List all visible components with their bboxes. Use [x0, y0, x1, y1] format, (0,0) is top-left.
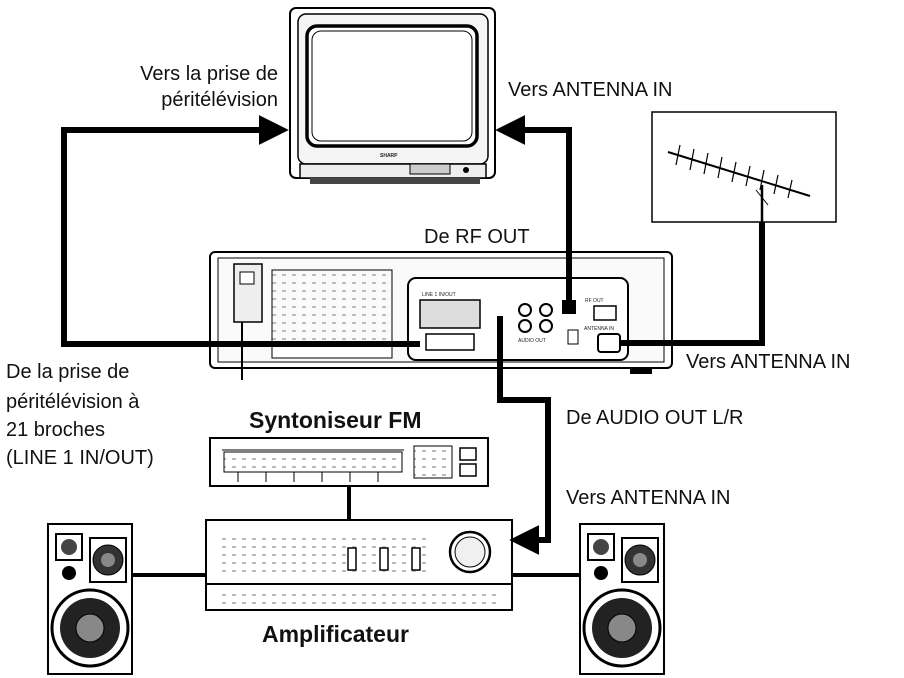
- vcr-rear-panel: LINE 1 IN/OUT AUDIO OUT RF OUT ANTENNA I…: [209, 251, 673, 380]
- line-panel-label: LINE 1 IN/OUT: [422, 292, 456, 298]
- tv-scart-label-line1: Vers la prise de: [140, 63, 278, 85]
- scart-source-label-line1: De la prise de: [6, 361, 129, 383]
- scart-source-label-line2: péritélévision à: [6, 391, 140, 413]
- audio-cable: [497, 316, 551, 555]
- tuner-label: Syntoniseur FM: [249, 407, 422, 433]
- antenna-cable: [620, 222, 765, 346]
- antenna-in-right-label: Vers ANTENNA IN: [686, 351, 851, 373]
- scart-source-label-line4: (LINE 1 IN/OUT): [6, 447, 154, 469]
- antenna-in-amp-label: Vers ANTENNA IN: [566, 487, 731, 509]
- tv-brand: SHARP: [380, 153, 398, 159]
- amplifier: [205, 519, 513, 611]
- audio-out-label: De AUDIO OUT L/R: [566, 407, 743, 429]
- rf-out-panel-label: RF OUT: [585, 298, 604, 304]
- antenna-in-panel-label: ANTENNA IN: [584, 326, 614, 332]
- speaker-left: [47, 523, 133, 675]
- fm-tuner: [209, 437, 489, 487]
- antenna-in-top-label: Vers ANTENNA IN: [508, 79, 673, 101]
- tv-scart-label-line2: péritélévision: [161, 89, 278, 111]
- amplifier-label: Amplificateur: [262, 621, 409, 647]
- scart-source-label-line3: 21 broches: [6, 419, 105, 441]
- rf-cable: [495, 115, 572, 300]
- audio-out-panel-label: AUDIO OUT: [518, 338, 546, 344]
- rf-out-label: De RF OUT: [424, 226, 530, 248]
- speaker-right: [579, 523, 665, 675]
- tv-antenna: [651, 111, 837, 223]
- scart-cable: [61, 115, 420, 347]
- television: SHARP: [289, 7, 496, 184]
